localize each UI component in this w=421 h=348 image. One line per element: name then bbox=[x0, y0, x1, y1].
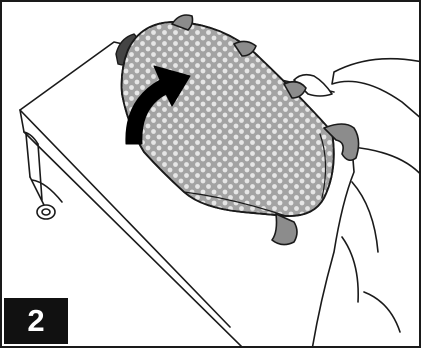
sling bbox=[122, 22, 334, 216]
step-number-badge: 2 bbox=[4, 298, 68, 344]
